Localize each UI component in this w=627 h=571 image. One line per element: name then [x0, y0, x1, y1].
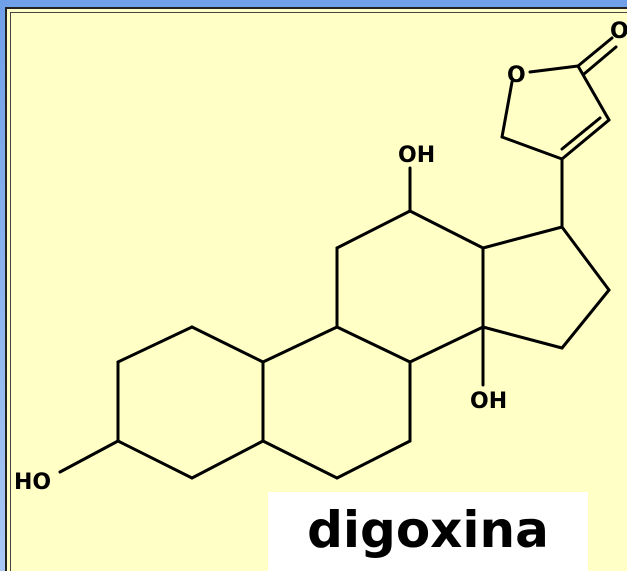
structure-panel: [5, 7, 627, 571]
bond: [116, 439, 194, 480]
bond: [560, 116, 602, 151]
molecule-name-caption: digoxina: [307, 501, 549, 559]
hydroxyl-label-left: HO: [14, 470, 51, 495]
bond: [408, 325, 485, 364]
hydroxyl-label-top: OH: [398, 143, 435, 168]
bond: [335, 439, 412, 480]
bond: [560, 118, 611, 161]
bond: [335, 209, 412, 250]
bond: [576, 36, 614, 68]
caption-box: [268, 492, 588, 571]
bond: [528, 64, 580, 74]
bond: [261, 439, 339, 480]
bond: [500, 135, 564, 161]
bond: [481, 225, 564, 250]
bond: [500, 80, 514, 139]
bond: [560, 288, 611, 350]
bond: [408, 209, 485, 250]
hydroxyl-label-middle: OH: [470, 389, 507, 414]
carbonyl-oxygen-label: O: [610, 19, 627, 44]
bond: [560, 225, 611, 292]
bond: [582, 45, 618, 76]
bond: [261, 325, 339, 364]
bond: [481, 325, 564, 350]
bond: [190, 325, 265, 364]
bond: [335, 325, 412, 364]
bond: [58, 439, 120, 474]
ring-oxygen-label: O: [507, 63, 526, 88]
bond: [190, 439, 265, 480]
bond: [116, 325, 194, 364]
